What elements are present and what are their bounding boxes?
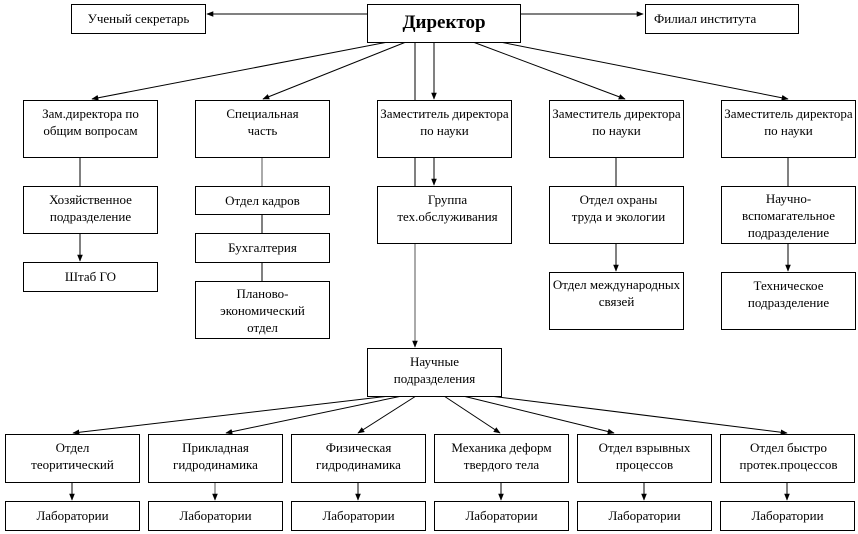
edge-sci-div-explosive	[462, 395, 615, 435]
node-institute-branch: Филиал института	[645, 4, 799, 34]
node-label: Штаб ГО	[64, 269, 117, 284]
node-label: Прикладная гидродинамика	[173, 440, 258, 472]
node-label: Лаборатории	[322, 508, 395, 523]
node-label: Филиал института	[654, 11, 757, 26]
node-label: Хозяйственное подразделение	[49, 192, 132, 224]
node-labs-4: Лаборатории	[434, 501, 569, 531]
node-scientific-divisions: Научные подразделения	[367, 348, 502, 397]
node-household-unit: Хозяйственное подразделение	[23, 186, 158, 234]
node-label: Механика деформ твердого тела	[451, 440, 552, 472]
node-label: Группа тех.обслуживания	[397, 192, 498, 224]
node-scientific-secretary: Ученый секретарь	[71, 4, 206, 34]
node-label: Отдел теоритический	[31, 440, 114, 472]
node-deputy-science-2: Заместитель директора по науки	[549, 100, 684, 158]
node-label: Лаборатории	[36, 508, 109, 523]
node-international-relations: Отдел международных связей	[549, 272, 684, 330]
edge-director-deputy-science-3	[499, 41, 789, 101]
node-label: Отдел охраны труда и экологии	[571, 192, 666, 224]
node-director: Директор	[367, 4, 521, 43]
node-label: Планово-экономический отдел	[220, 286, 305, 335]
node-label: Специальная часть	[226, 106, 299, 138]
node-labs-3: Лаборатории	[291, 501, 426, 531]
node-technical-unit: Техническое подразделение	[721, 272, 856, 330]
node-scientific-auxiliary: Научно-вспомагательное подразделение	[721, 186, 856, 244]
node-solid-mechanics: Механика деформ твердого тела	[434, 434, 569, 483]
edge-sci-div-solid	[443, 395, 501, 434]
edge-sci-div-theoretical	[72, 395, 391, 436]
node-label: Лаборатории	[751, 508, 824, 523]
node-physical-hydrodynamics: Физическая гидродинамика	[291, 434, 426, 483]
node-fast-processes: Отдел быстро протек.процессов	[720, 434, 855, 483]
edge-sci-div-fast	[489, 395, 788, 435]
node-labor-ecology: Отдел охраны труда и экологии	[549, 186, 684, 244]
node-label: Лаборатории	[465, 508, 538, 523]
node-applied-hydrodynamics: Прикладная гидродинамика	[148, 434, 283, 483]
node-label: Научные подразделения	[393, 354, 476, 386]
edge-sci-div-physical	[357, 395, 417, 434]
node-label: Отдел взрывных процессов	[598, 440, 691, 472]
node-label: Отдел быстро протек.процессов	[739, 440, 838, 472]
node-label: Зам.директора по общим вопросам	[42, 106, 139, 138]
node-labs-2: Лаборатории	[148, 501, 283, 531]
node-special-unit: Специальная часть	[195, 100, 330, 158]
node-label: Техническое подразделение	[747, 278, 830, 310]
edge-director-deputy-general	[91, 41, 389, 101]
node-label: Отдел международных связей	[552, 277, 681, 309]
node-label: Ученый секретарь	[87, 11, 190, 26]
node-label: Отдел кадров	[225, 193, 300, 208]
node-hr-department: Отдел кадров	[195, 186, 330, 215]
edge-director-deputy-science-2	[472, 41, 626, 100]
node-label: Заместитель директора по науки	[552, 106, 681, 138]
node-labs-5: Лаборатории	[577, 501, 712, 531]
node-dept-theoretical: Отдел теоритический	[5, 434, 140, 483]
node-tech-service-group: Группа тех.обслуживания	[377, 186, 512, 244]
node-civil-defense-hq: Штаб ГО	[23, 262, 158, 292]
node-label: Лаборатории	[179, 508, 252, 523]
node-label: Научно-вспомагательное подразделение	[742, 191, 835, 240]
node-label: Заместитель директора по науки	[380, 106, 509, 138]
node-deputy-science-1: Заместитель директора по науки	[377, 100, 512, 158]
edge-director-special-unit	[262, 41, 407, 100]
node-label: Директор	[402, 12, 486, 33]
edge-sci-div-applied	[225, 395, 403, 435]
node-label: Лаборатории	[608, 508, 681, 523]
node-label: Заместитель директора по науки	[724, 106, 853, 138]
node-deputy-science-3: Заместитель директора по науки	[721, 100, 856, 158]
node-label: Бухгалтерия	[228, 240, 297, 255]
node-accounting: Бухгалтерия	[195, 233, 330, 263]
node-labs-6: Лаборатории	[720, 501, 855, 531]
node-labs-1: Лаборатории	[5, 501, 140, 531]
node-planning-economic: Планово-экономический отдел	[195, 281, 330, 339]
node-deputy-general: Зам.директора по общим вопросам	[23, 100, 158, 158]
node-label: Физическая гидродинамика	[316, 440, 401, 472]
node-explosive-processes: Отдел взрывных процессов	[577, 434, 712, 483]
